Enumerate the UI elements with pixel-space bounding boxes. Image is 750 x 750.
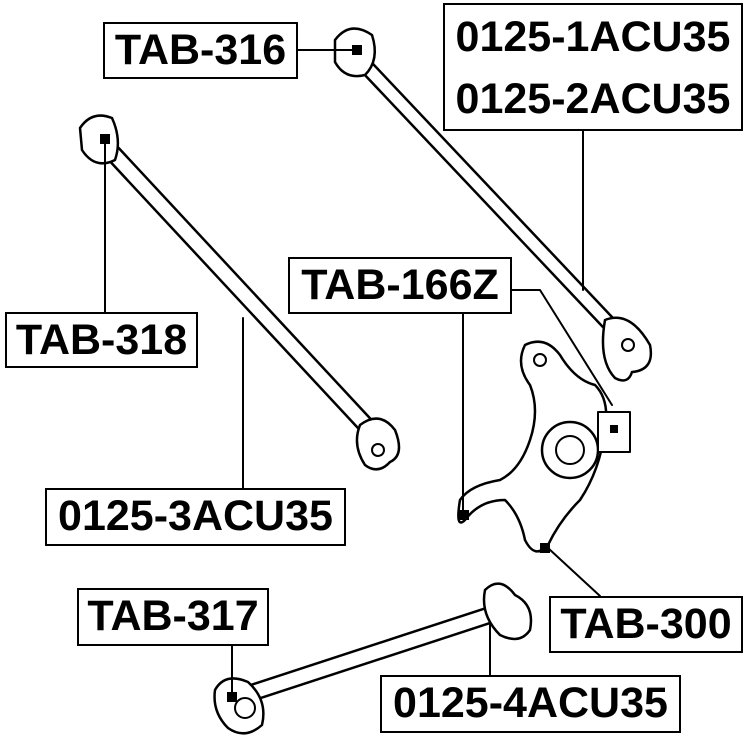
left-arm-3acu35 [78,114,401,471]
label-tab-318: TAB-318 [5,312,198,368]
label-tab-166z: TAB-166Z [288,257,512,314]
steering-knuckle [457,340,608,553]
label-0125-1acu35: 0125-1ACU35 [455,13,731,61]
label-0125-1-2acu35: 0125-1ACU35 0125-2ACU35 [443,3,743,131]
label-0125-4acu35: 0125-4ACU35 [380,675,681,733]
label-0125-3acu35: 0125-3ACU35 [45,488,346,546]
bushing-markers [100,45,618,702]
label-0125-2acu35: 0125-2ACU35 [455,75,731,123]
label-tab-317: TAB-317 [77,588,269,646]
label-tab-300: TAB-300 [549,596,743,653]
label-tab-316: TAB-316 [103,22,298,79]
lower-arm-4acu35 [213,582,533,735]
leader-lines [104,49,631,696]
